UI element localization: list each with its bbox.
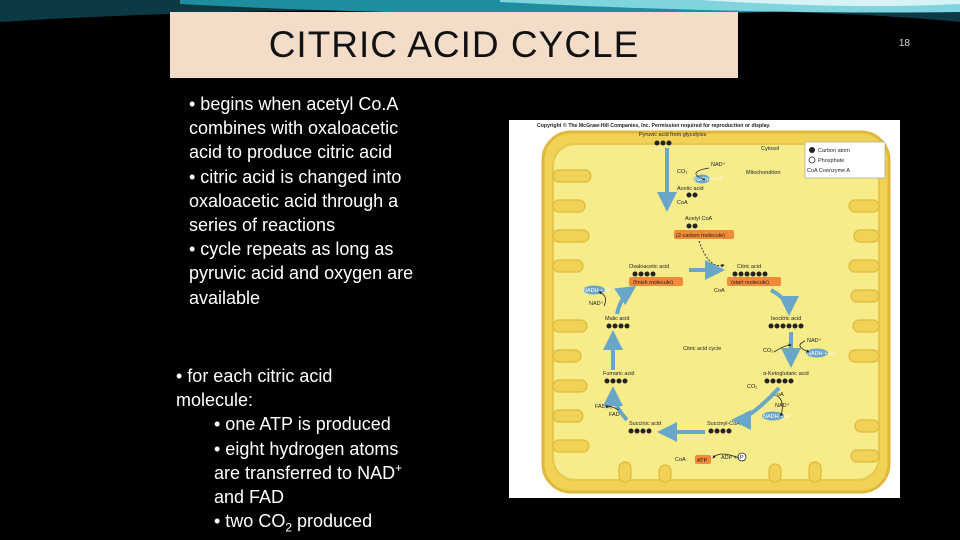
text-line: • citric acid is changed into <box>189 166 402 187</box>
label-co2-right: CO₂ <box>763 348 773 354</box>
label-fumaric: Fumaric acid <box>603 371 634 377</box>
label-two-carbon: (2-carbon molecule) <box>676 233 725 239</box>
label-ketoglutaric: α-Ketoglutaric acid <box>763 371 809 377</box>
text-line: available <box>189 287 261 308</box>
label-atp: ATP <box>697 458 708 464</box>
text-line: • begins when acetyl Co.A <box>189 94 399 114</box>
label-coa-bottom: CoA <box>675 457 686 463</box>
label-oxaloacetic: Oxaloacetic acid <box>629 264 669 270</box>
label-isocitric: Isocitric acid <box>771 316 801 322</box>
label-nadh-left: NADH + H⁺ <box>583 287 612 294</box>
slide-number: 18 <box>898 38 910 49</box>
label-nad-left: NAD⁺ <box>589 300 604 307</box>
text-line: oxaloacetic acid through a <box>189 190 399 211</box>
body-text-block-2: • for each citric acid molecule: • one A… <box>176 364 466 535</box>
label-nad-top: NAD⁺ <box>711 161 726 168</box>
text-line: series of reactions <box>189 215 336 236</box>
label-nadh-right: NADH + H⁺ <box>807 350 836 357</box>
label-succinic: Succinic acid <box>629 421 661 427</box>
legend-phosphate: Phosphate <box>818 158 844 164</box>
subscript: 2 <box>285 520 293 535</box>
label-pyruvic: Pyruvic acid from glycolysis <box>639 132 706 138</box>
text-segment: • two CO <box>214 511 286 532</box>
label-pi: P <box>740 455 744 461</box>
text-line: acid to produce citric acid <box>189 142 393 163</box>
label-co2-top: CO₂ <box>677 169 687 175</box>
label-fadh2: FADH₂ <box>595 404 612 410</box>
cycle-arrows <box>603 260 801 442</box>
text-line: combines with oxaloacetic <box>189 118 399 139</box>
label-coa-mid: CoA <box>714 288 725 294</box>
text-line: and FAD <box>214 487 285 508</box>
body-text-block-1: • begins when acetyl Co.A combines with … <box>189 92 459 310</box>
slide-title: CITRIC ACID CYCLE <box>268 24 640 65</box>
citric-acid-cycle-diagram: Copyright © The McGraw-Hill Companies, I… <box>509 120 900 498</box>
label-cytosol: Cytosol <box>761 146 779 152</box>
label-coa-top: CoA <box>677 200 688 206</box>
label-mitochondrion: Mitochondrion <box>746 170 781 176</box>
label-co2-right2: CO₂ <box>747 384 757 390</box>
label-nadh-top: NADH + H⁺ <box>695 176 724 183</box>
label-nadh-right2: NADH + H⁺ <box>763 413 792 420</box>
text-line: • eight hydrogen atoms <box>214 438 399 459</box>
label-malic: Malic acid <box>605 316 629 322</box>
text-segment: produced <box>292 511 373 532</box>
cristae-left <box>552 169 592 453</box>
label-citric: Citric acid <box>737 264 761 270</box>
legend-carbon: Carbon atom <box>818 148 850 154</box>
decorative-wave-band <box>0 0 960 22</box>
label-cycle: Citric acid cycle <box>683 346 721 352</box>
label-finish: (finish molecule) <box>633 280 673 286</box>
mitochondrion-matrix <box>552 143 880 481</box>
label-start: (start molecule) <box>731 280 769 286</box>
label-adp: ADP + <box>721 455 737 461</box>
title-box: CITRIC ACID CYCLE <box>170 12 738 78</box>
cristae-right <box>848 199 880 463</box>
copyright-text: Copyright © The McGraw-Hill Companies, I… <box>537 122 771 129</box>
label-acetic: Acetic acid <box>677 186 704 192</box>
cristae-bottom <box>618 461 822 483</box>
label-fad: FAD <box>609 412 620 418</box>
text-segment: are transferred to NAD <box>214 462 396 483</box>
text-line: pyruvic acid and oxygen are <box>189 263 414 284</box>
label-coa-right: CoA <box>773 392 784 398</box>
text-line: are transferred to NAD+ <box>176 461 466 485</box>
label-nad-right: NAD⁺ <box>807 337 822 344</box>
legend: Carbon atom Phosphate CoA Coenzyme A <box>804 141 886 179</box>
superscript: + <box>395 460 403 475</box>
label-acetyl-coa: Acetyl CoA <box>685 216 713 222</box>
side-arrows <box>598 291 810 459</box>
text-line: • for each citric acid <box>176 366 333 386</box>
text-line: molecule: <box>176 390 254 411</box>
text-line: • two CO2 produced <box>176 509 466 535</box>
label-succinyl: Succinyl-CoA <box>707 421 740 427</box>
legend-coenzyme: CoA Coenzyme A <box>807 168 850 174</box>
text-line: • cycle repeats as long as <box>189 239 394 260</box>
text-line: • one ATP is produced <box>214 414 391 435</box>
